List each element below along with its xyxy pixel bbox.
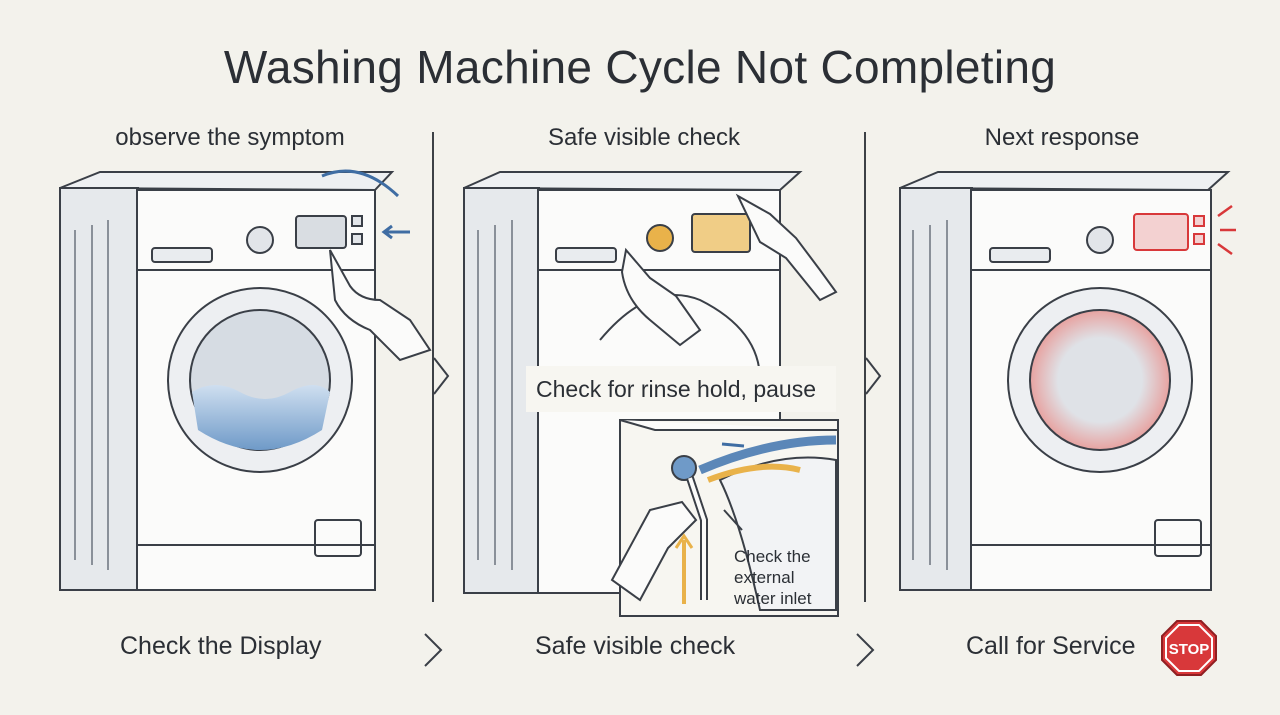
- step-1-footer: Check the Display: [120, 632, 322, 660]
- hand-pointing-display-1: [329, 249, 432, 362]
- alert-icon: [1217, 204, 1236, 256]
- inlet-note-line-3: water inlet: [734, 589, 812, 608]
- column-divider-1: [432, 132, 434, 602]
- hands-on-controls: [620, 193, 838, 347]
- arrow-icon: [321, 169, 410, 240]
- inlet-note-line-1: Check the: [734, 547, 811, 566]
- diagram-title: Washing Machine Cycle Not Completing: [223, 41, 1057, 93]
- chevron-right-icon: [424, 357, 882, 667]
- column-divider-2: [864, 132, 866, 602]
- washing-machine-3: [899, 171, 1231, 591]
- rinse-hold-callout: Check for rinse hold, pause: [526, 366, 836, 412]
- inlet-note-line-2: external: [734, 568, 795, 587]
- step-2-heading: Safe visible check: [547, 124, 741, 151]
- washing-machine-1: [59, 171, 395, 591]
- water-inlet-inset: [610, 419, 839, 617]
- step-2-footer: Safe visible check: [535, 632, 736, 660]
- stop-sign-icon: STOP: [1161, 620, 1217, 676]
- step-3-footer: Call for Service: [966, 632, 1136, 660]
- inlet-note: Check the external water inlet: [734, 546, 854, 609]
- stop-sign-text: STOP: [1169, 641, 1210, 658]
- step-3-heading: Next response: [984, 124, 1140, 151]
- step-1-heading: observe the symptom: [115, 124, 345, 151]
